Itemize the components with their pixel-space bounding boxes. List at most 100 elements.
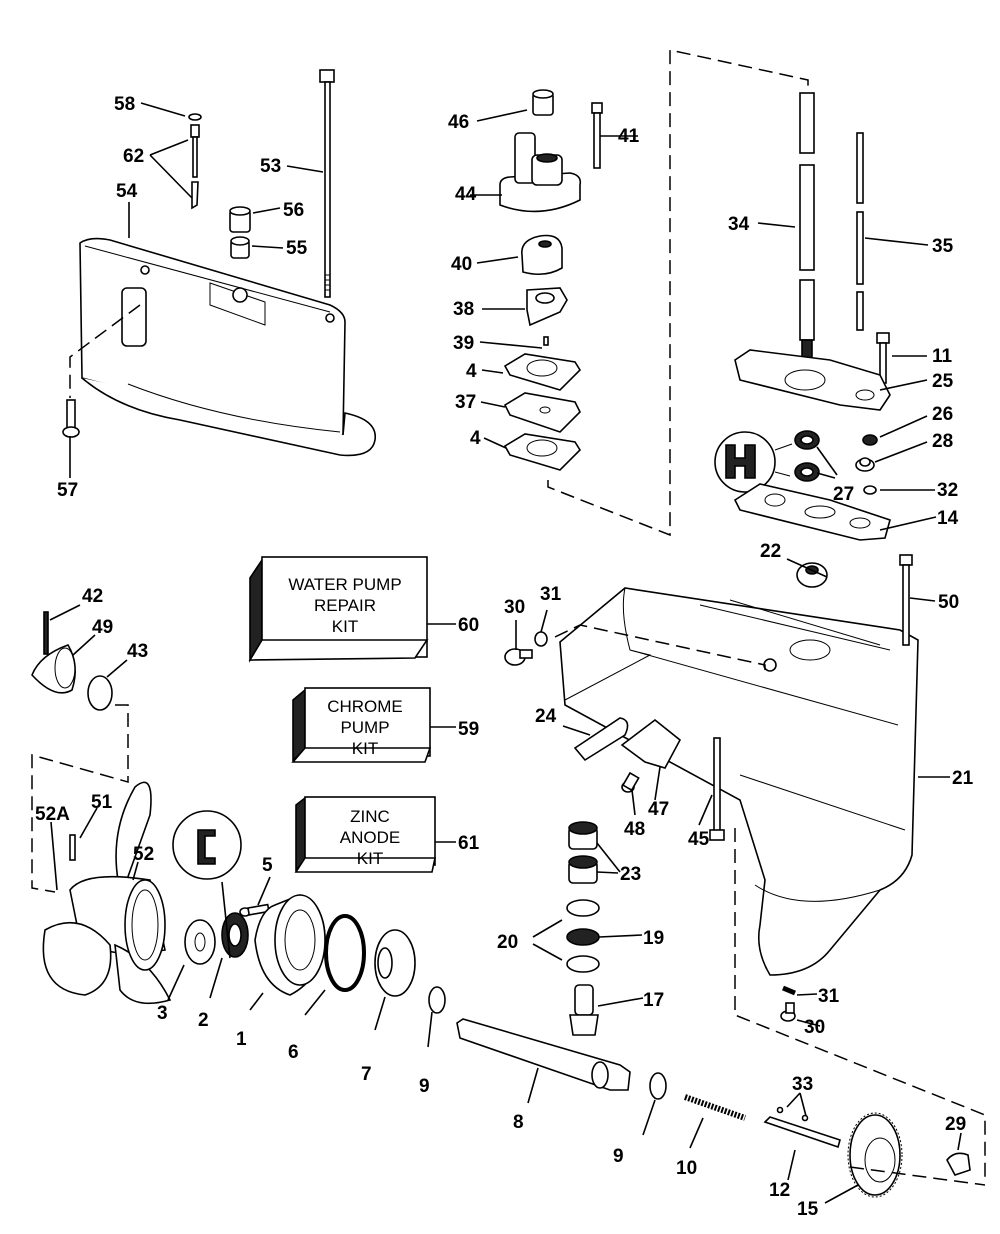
callout-42: 42 bbox=[82, 586, 103, 607]
water-pump-repair-kit[interactable]: WATER PUMP REPAIR KIT bbox=[248, 556, 429, 663]
driveshaft-part-34[interactable] bbox=[799, 92, 815, 361]
callout-20: 20 bbox=[497, 932, 518, 953]
pinion-gear-part-17[interactable] bbox=[569, 984, 599, 1036]
callout-55: 55 bbox=[286, 238, 308, 259]
key-part-39[interactable] bbox=[543, 336, 549, 346]
callout-labels: 58 62 53 54 56 55 57 46 41 44 40 38 39 4… bbox=[35, 94, 974, 1220]
thrust-bearing-part-19[interactable] bbox=[566, 928, 600, 946]
kit-59-line1: CHROME bbox=[327, 697, 403, 716]
water-pump-base-part-25[interactable] bbox=[734, 349, 891, 411]
shear-pin-part-51[interactable] bbox=[69, 834, 76, 861]
callout-10: 10 bbox=[676, 1158, 697, 1179]
cotter-pin-part-42[interactable] bbox=[43, 611, 49, 655]
anode-part-47[interactable] bbox=[620, 718, 682, 769]
washer-part-9-left[interactable] bbox=[428, 986, 446, 1014]
callout-21: 21 bbox=[952, 768, 974, 789]
screw-part-48[interactable] bbox=[621, 771, 640, 793]
shift-rod-part-35[interactable] bbox=[856, 132, 864, 331]
trim-tab-part-24[interactable] bbox=[573, 717, 629, 762]
o-ring-part-6[interactable] bbox=[324, 914, 366, 992]
callout-49: 49 bbox=[92, 617, 113, 638]
callout-44: 44 bbox=[455, 184, 477, 205]
thrust-washer-part-3[interactable] bbox=[184, 919, 216, 965]
callout-12: 12 bbox=[769, 1180, 790, 1201]
screw-part-57[interactable] bbox=[62, 399, 80, 438]
zinc-anode-kit[interactable]: ZINC ANODE KIT bbox=[294, 796, 436, 873]
washer-part-32[interactable] bbox=[863, 485, 877, 495]
bearing-part-23[interactable] bbox=[568, 821, 598, 884]
callout-7: 7 bbox=[361, 1064, 372, 1085]
callout-38: 38 bbox=[453, 299, 474, 320]
bolt-part-41[interactable] bbox=[591, 102, 603, 169]
grommet-part-55[interactable] bbox=[230, 236, 250, 259]
callout-17: 17 bbox=[643, 990, 664, 1011]
kit-59-line3: KIT bbox=[352, 739, 378, 758]
spring-part-10[interactable] bbox=[684, 1094, 746, 1121]
callout-59: 59 bbox=[458, 719, 479, 740]
detent-balls-part-33[interactable] bbox=[776, 1106, 809, 1122]
shifter-part-12[interactable] bbox=[763, 1116, 841, 1149]
thrust-washer-part-20-bottom[interactable] bbox=[566, 955, 600, 973]
screw-part-30-top[interactable] bbox=[504, 648, 533, 666]
gearcase-part-21[interactable] bbox=[559, 587, 919, 976]
o-ring-part-58[interactable] bbox=[188, 113, 202, 121]
o-ring-part-26[interactable] bbox=[862, 434, 878, 446]
washer-part-31-bottom[interactable] bbox=[782, 985, 796, 996]
callout-43: 43 bbox=[127, 641, 148, 662]
pump-liner-part-38[interactable] bbox=[526, 287, 568, 327]
pin-part-62[interactable] bbox=[190, 124, 200, 210]
plate-part-37[interactable] bbox=[503, 392, 581, 433]
callout-33: 33 bbox=[792, 1074, 813, 1095]
gasket-part-4-lower[interactable] bbox=[503, 433, 582, 471]
callout-4-lower: 4 bbox=[470, 428, 481, 449]
propeller-nut-part-49[interactable] bbox=[31, 644, 76, 694]
pump-housing-part-44[interactable] bbox=[499, 132, 582, 213]
callout-9-right: 9 bbox=[613, 1146, 624, 1167]
gear-part-7[interactable] bbox=[374, 929, 416, 997]
reverse-gear-part-15[interactable] bbox=[847, 1112, 903, 1198]
stud-part-45[interactable] bbox=[709, 737, 725, 841]
callout-39: 39 bbox=[453, 333, 474, 354]
kit-60-line3: KIT bbox=[332, 617, 358, 636]
callout-34: 34 bbox=[728, 214, 750, 235]
bearing-housing-part-1[interactable] bbox=[254, 894, 326, 996]
callout-29: 29 bbox=[945, 1114, 966, 1135]
kit-61-line1: ZINC bbox=[350, 807, 390, 826]
callout-24: 24 bbox=[535, 706, 557, 727]
washer-part-31-top[interactable] bbox=[534, 631, 548, 647]
washer-part-43[interactable] bbox=[87, 675, 113, 711]
callout-2: 2 bbox=[198, 1010, 209, 1031]
callout-60: 60 bbox=[458, 615, 479, 636]
impeller-part-40[interactable] bbox=[521, 234, 563, 276]
callout-58: 58 bbox=[114, 94, 135, 115]
seal-detail-inset bbox=[714, 431, 793, 493]
callout-23: 23 bbox=[620, 864, 641, 885]
callout-30-bottom: 30 bbox=[804, 1017, 825, 1038]
callout-1: 1 bbox=[236, 1029, 247, 1050]
propeller-part-52[interactable] bbox=[42, 781, 172, 1005]
kit-59-line2: PUMP bbox=[340, 718, 389, 737]
impeller-plate-part-46[interactable] bbox=[532, 89, 554, 116]
exhaust-housing-part[interactable] bbox=[79, 237, 376, 457]
callout-47: 47 bbox=[648, 799, 669, 820]
kit-60-line1: WATER PUMP bbox=[288, 575, 401, 594]
seal-part-27[interactable] bbox=[794, 430, 820, 482]
gasket-part-4-upper[interactable] bbox=[503, 353, 582, 391]
callout-32: 32 bbox=[937, 480, 958, 501]
grommet-part-56[interactable] bbox=[229, 206, 251, 233]
grommet-part-28[interactable] bbox=[855, 457, 875, 472]
propeller-shaft-part-8[interactable] bbox=[456, 1018, 631, 1091]
shift-cam-part-29[interactable] bbox=[946, 1152, 971, 1176]
bolt-part-50[interactable] bbox=[899, 554, 913, 646]
washer-part-9-right[interactable] bbox=[649, 1072, 667, 1100]
callout-57: 57 bbox=[57, 480, 78, 501]
bolt-part-53[interactable] bbox=[319, 69, 335, 298]
thrust-washer-part-20-top[interactable] bbox=[566, 899, 600, 917]
kit-61-line3: KIT bbox=[357, 849, 383, 868]
seal-detail-inset-2 bbox=[172, 810, 242, 880]
callout-19: 19 bbox=[643, 928, 664, 949]
callout-46: 46 bbox=[448, 112, 469, 133]
screw-part-30-bottom[interactable] bbox=[780, 1002, 796, 1022]
chrome-pump-kit[interactable]: CHROME PUMP KIT bbox=[291, 687, 432, 763]
